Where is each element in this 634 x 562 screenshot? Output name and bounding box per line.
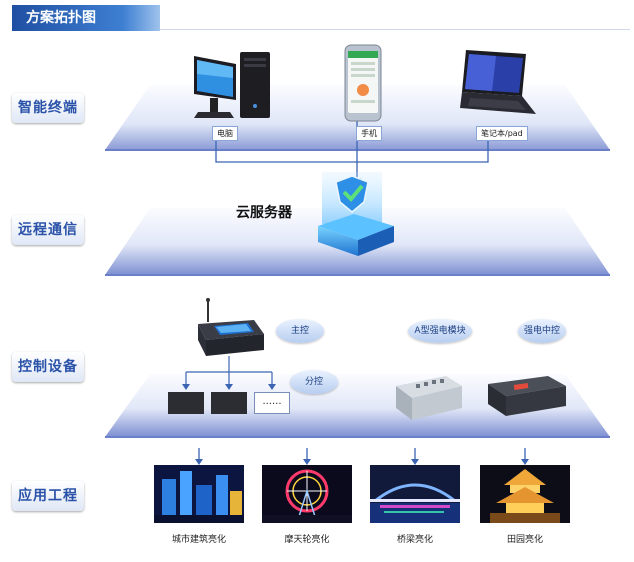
- power-module-label: A型强电模块: [408, 319, 472, 343]
- power-module-icon: [396, 376, 462, 420]
- pc-label: 电脑: [212, 126, 238, 141]
- pavilion-photo: [480, 465, 570, 523]
- platform-control: [105, 374, 610, 437]
- laptop-icon: [460, 50, 536, 114]
- diagram-title: 方案拓扑图: [12, 5, 160, 31]
- ferris-wheel-photo: [262, 465, 352, 523]
- main-controller-label: 主控: [276, 319, 324, 343]
- side-label-terminals: 智能终端: [12, 93, 84, 123]
- branch-connectors: [185, 356, 273, 386]
- phone-label: 手机: [356, 126, 382, 141]
- desktop-pc-icon: [194, 52, 270, 118]
- central-controller-icon: [488, 376, 566, 416]
- branch-controller-label: 分控: [290, 370, 338, 394]
- main-controller-icon: [198, 298, 264, 356]
- side-label-control: 控制设备: [12, 352, 84, 382]
- bridge-photo: [370, 465, 460, 523]
- city-building-photo: [154, 465, 244, 523]
- cloud-server-icon: [318, 172, 394, 256]
- branch-controller-2: [211, 392, 247, 414]
- branch-controller-1: [168, 392, 204, 414]
- side-label-communication: 远程通信: [12, 215, 84, 245]
- app-label-bridge: 桥梁亮化: [396, 535, 433, 545]
- laptop-label: 笔记本/pad: [476, 126, 528, 141]
- central-controller-label: 强电中控: [518, 319, 566, 343]
- more-branches: ......: [254, 392, 290, 414]
- application-arrows: [198, 448, 526, 460]
- app-label-city: 城市建筑亮化: [171, 535, 226, 545]
- title-divider: [160, 29, 630, 30]
- smartphone-icon: [344, 44, 382, 122]
- cloud-server-label: 云服务器: [236, 205, 292, 221]
- side-label-applications: 应用工程: [12, 481, 84, 511]
- app-label-pavilion: 田园亮化: [506, 535, 543, 545]
- app-label-ferris-wheel: 摩天轮亮化: [284, 535, 330, 545]
